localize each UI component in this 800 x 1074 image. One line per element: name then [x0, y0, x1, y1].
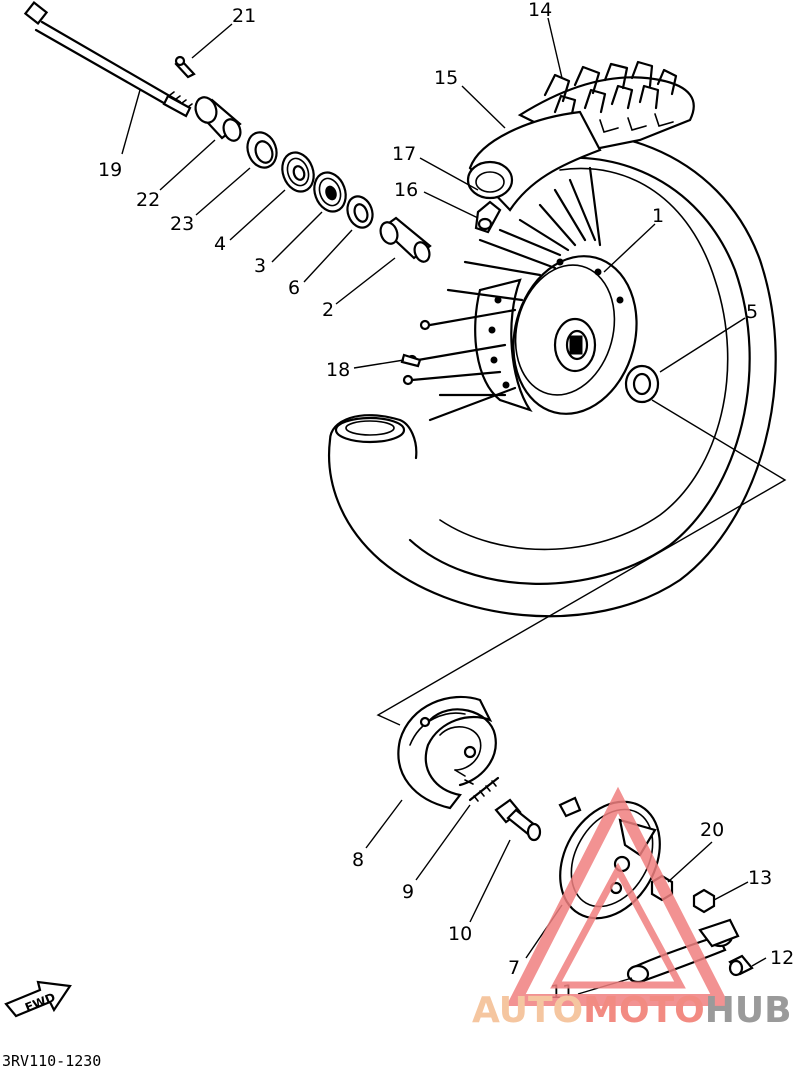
- cotter-pin: [174, 55, 196, 79]
- callout-13: 13: [748, 867, 772, 889]
- exploded-guide-lines: [376, 399, 787, 726]
- callout-19: 19: [98, 159, 122, 181]
- spoke-nipple: [400, 353, 422, 368]
- watermark-triangle-icon: [506, 786, 730, 1006]
- oil-seal: [246, 131, 278, 169]
- callout-15: 15: [434, 67, 458, 89]
- callout-16: 16: [394, 179, 418, 201]
- bearing-right: [313, 171, 347, 213]
- callout-17: 17: [392, 143, 416, 165]
- callout-8: 8: [352, 849, 364, 871]
- wheel-hub: [474, 255, 638, 415]
- lever-bolt: [728, 954, 754, 977]
- brake-camshaft: [494, 798, 542, 842]
- axle-collar: [194, 96, 242, 142]
- callout-3: 3: [254, 255, 266, 277]
- wheel-rim: [328, 131, 777, 618]
- diagram-reference-code: 3RV110-1230: [2, 1052, 102, 1070]
- callout-23: 23: [170, 213, 194, 235]
- callout-leaders: [121, 17, 767, 995]
- inner-tube: [466, 110, 602, 212]
- callout-2: 2: [322, 299, 334, 321]
- spacer-tube: [379, 216, 432, 263]
- bearing-seal: [346, 195, 374, 229]
- watermark-brand-part1: AUTO: [472, 990, 583, 1031]
- callout-21: 21: [232, 5, 256, 27]
- callout-12: 12: [770, 947, 794, 969]
- callout-1: 1: [652, 205, 664, 227]
- callout-22: 22: [136, 189, 160, 211]
- bearing-left: [281, 151, 315, 193]
- callout-7: 7: [508, 957, 520, 979]
- callout-10: 10: [448, 923, 472, 945]
- shoe-spring: [468, 776, 500, 802]
- svg-text:AUTOMOTOHUB: AUTOMOTOHUB: [472, 990, 792, 1031]
- valve-stem: [474, 200, 502, 234]
- watermark-logo: [506, 786, 730, 1006]
- watermark-brand-part2: MOTO: [583, 990, 705, 1031]
- callout-20: 20: [700, 819, 724, 841]
- watermark-brand: AUTOMOTOHUB: [472, 990, 792, 1031]
- callout-5: 5: [746, 301, 758, 323]
- callout-9: 9: [402, 881, 414, 903]
- brake-shoes: [397, 695, 497, 810]
- watermark-brand-part3: HUB: [705, 990, 792, 1031]
- axle-shaft: [23, 1, 193, 118]
- lever-nut: [692, 888, 716, 914]
- spokes: [402, 166, 602, 422]
- callout-6: 6: [288, 277, 300, 299]
- callout-14: 14: [528, 0, 552, 21]
- watermark-triangle-inner-icon: [550, 862, 686, 989]
- callout-4: 4: [214, 233, 226, 255]
- callout-labels: 21 14 15 19 22 23 4 3 6 2 17 16 1 5 18 8…: [98, 0, 794, 1003]
- callout-18: 18: [326, 359, 350, 381]
- fwd-arrow: FWD: [4, 980, 72, 1018]
- hub-seal: [624, 364, 660, 404]
